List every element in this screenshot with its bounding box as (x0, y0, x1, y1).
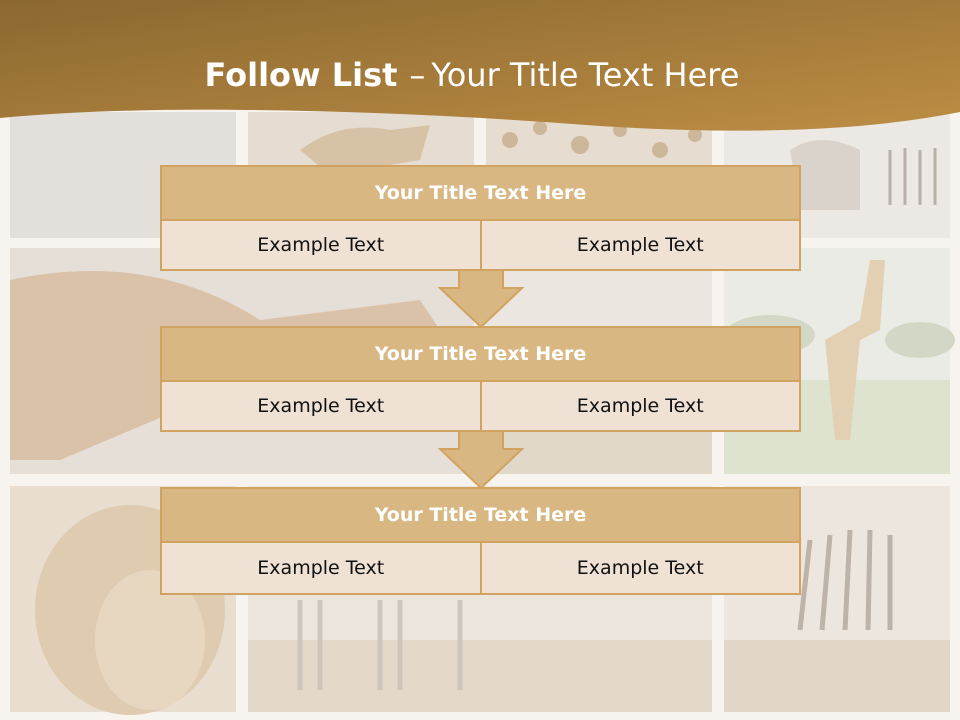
step-box-2: Your Title Text Here Example Text Exampl… (160, 326, 801, 432)
step-title: Your Title Text Here (160, 165, 801, 221)
step-row: Example Text Example Text (160, 221, 801, 271)
step-title: Your Title Text Here (160, 487, 801, 543)
step-cell-left: Example Text (160, 543, 482, 595)
slide-title: Follow List–Your Title Text Here (0, 56, 944, 94)
slide-title-rest: Your Title Text Here (431, 56, 740, 94)
step-box-3: Your Title Text Here Example Text Exampl… (160, 487, 801, 595)
step-cell-left: Example Text (160, 382, 482, 432)
step-box-1: Your Title Text Here Example Text Exampl… (160, 165, 801, 271)
step-cell-right: Example Text (479, 543, 801, 595)
step-row: Example Text Example Text (160, 382, 801, 432)
arrow-down-icon (438, 429, 524, 489)
header-banner (0, 0, 960, 131)
step-cell-left: Example Text (160, 221, 482, 271)
step-cell-right: Example Text (479, 221, 801, 271)
slide-title-bold: Follow List (204, 56, 398, 94)
arrow-down-icon (438, 268, 524, 328)
step-row: Example Text Example Text (160, 543, 801, 595)
slide-title-separator: – (409, 56, 426, 94)
step-title: Your Title Text Here (160, 326, 801, 382)
step-cell-right: Example Text (479, 382, 801, 432)
